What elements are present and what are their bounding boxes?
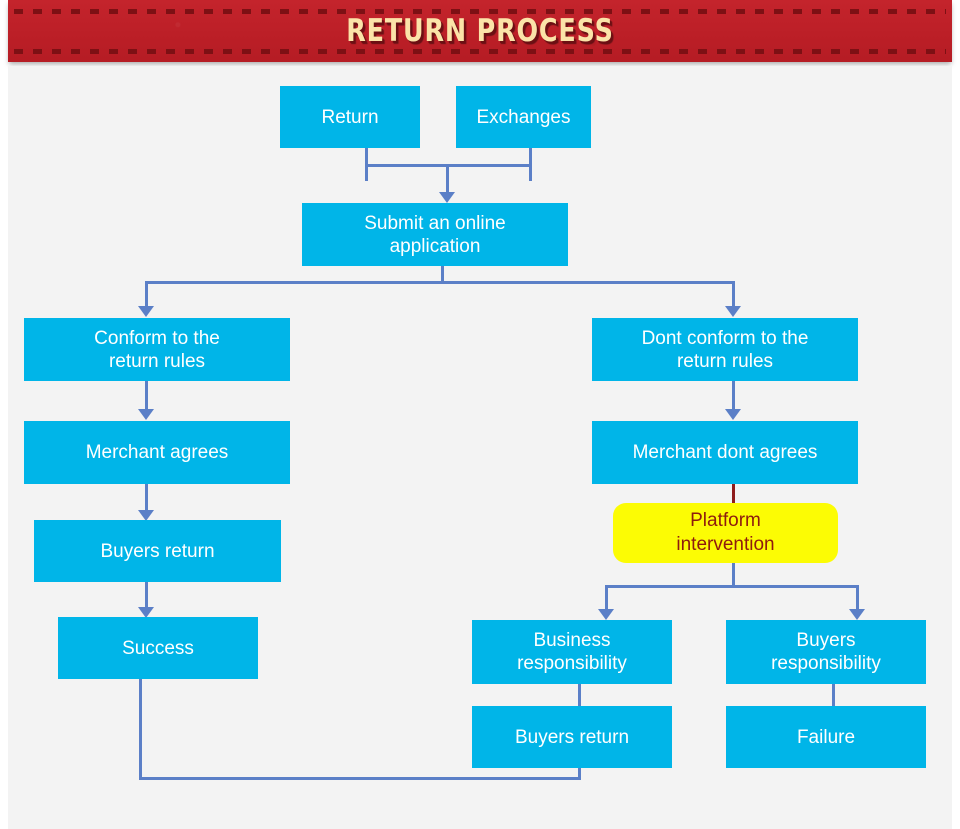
- connector-platform-split-right: [856, 585, 859, 611]
- arrowhead-to-buyers-responsibility: [849, 609, 865, 620]
- connector-split-bar: [145, 281, 735, 284]
- connector-buyers-resp-to-failure: [832, 682, 835, 708]
- connector-split-right-down: [732, 281, 735, 308]
- node-failure-label: Failure: [796, 726, 856, 748]
- connector-dont-conform-to-merchant-dont-agrees: [732, 381, 735, 413]
- arrowhead-to-submit: [439, 192, 455, 203]
- node-buyers-return-right-label: Buyers return: [514, 726, 630, 748]
- banner-dashed-line-bottom: [14, 49, 946, 54]
- node-return[interactable]: Return: [280, 86, 420, 148]
- node-success[interactable]: Success: [58, 617, 258, 679]
- node-exchanges[interactable]: Exchanges: [456, 86, 591, 148]
- connector-platform-down: [732, 563, 735, 588]
- connector-feedback-down: [578, 766, 581, 780]
- node-return-label: Return: [321, 106, 379, 128]
- node-success-label: Success: [122, 637, 194, 659]
- node-failure[interactable]: Failure: [726, 706, 926, 768]
- arrowhead-to-business-responsibility: [598, 609, 614, 620]
- node-buyers-return-left[interactable]: Buyers return: [34, 520, 281, 582]
- node-merchant-dont-agrees[interactable]: Merchant dont agrees: [592, 421, 858, 484]
- node-exchanges-label: Exchanges: [476, 106, 571, 128]
- connector-split-left-down: [145, 281, 148, 308]
- connector-feedback-bar: [139, 777, 581, 780]
- connector-submit-down: [441, 266, 444, 283]
- node-buyers-return-left-label: Buyers return: [100, 540, 215, 562]
- node-merchant-agrees[interactable]: Merchant agrees: [24, 421, 290, 484]
- page-banner: RETURN PROCESS: [8, 0, 952, 62]
- connector-business-resp-to-buyers-return: [578, 682, 581, 708]
- connector-merge-to-submit: [446, 164, 449, 196]
- arrowhead-to-merchant-agrees: [138, 409, 154, 420]
- arrowhead-to-merchant-dont-agrees: [725, 409, 741, 420]
- connector-buyers-return-to-success: [145, 582, 148, 614]
- arrowhead-to-success-top: [138, 607, 154, 618]
- node-merchant-dont-agrees-label: Merchant dont agrees: [632, 442, 818, 463]
- node-buyers-return-right[interactable]: Buyers return: [472, 706, 672, 768]
- connector-conform-to-merchant-agrees: [145, 381, 148, 413]
- arrowhead-to-buyers-return-left: [138, 510, 154, 521]
- node-merchant-agrees-label: Merchant agrees: [85, 442, 229, 463]
- arrowhead-to-dont-conform: [725, 306, 741, 317]
- banner-dashed-line-top: [14, 9, 946, 14]
- connector-platform-split-left: [605, 585, 608, 611]
- arrowhead-to-conform: [138, 306, 154, 317]
- connector-merchant-agrees-to-buyers-return: [145, 484, 148, 516]
- connector-feedback-up: [139, 626, 142, 779]
- page-title: RETURN PROCESS: [346, 13, 614, 49]
